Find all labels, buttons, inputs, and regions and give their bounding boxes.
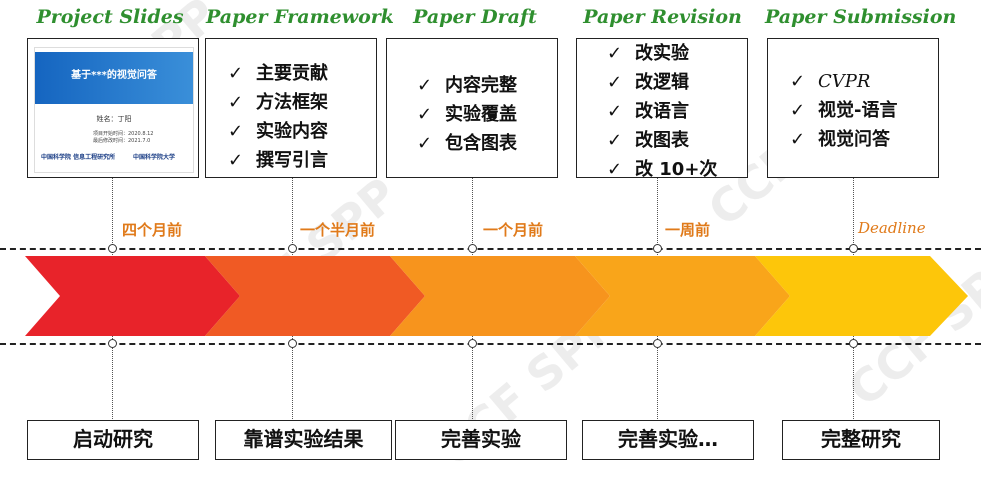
revision-checklist: ✓ 改实验 ✓ 改逻辑 ✓ 改语言 ✓ 改图表 ✓ 改 10+次	[607, 39, 717, 184]
time-label: 一个半月前	[300, 221, 376, 239]
check-icon: ✓	[790, 71, 806, 92]
item-label: 改图表	[635, 130, 689, 151]
time-label: 四个月前	[122, 221, 183, 239]
timeline-node	[288, 339, 297, 348]
item-label: 改实验	[635, 43, 689, 64]
item-label: 实验内容	[256, 121, 328, 142]
timeline-bottom	[0, 343, 981, 345]
institute-logo: 中国科学院 信息工程研究所	[41, 154, 116, 161]
list-item: ✓ 撰写引言	[228, 146, 328, 175]
framework-box: ✓ 主要贡献 ✓ 方法框架 ✓ 实验内容 ✓ 撰写引言	[205, 38, 377, 178]
timeline-node	[288, 244, 297, 253]
slide-author: 姓名：丁阳	[96, 115, 132, 123]
timeline-node	[108, 339, 117, 348]
item-label: 改 10+次	[635, 159, 718, 180]
check-icon: ✓	[607, 159, 623, 180]
list-item: ✓ 改语言	[607, 97, 717, 126]
timeline-node	[653, 339, 662, 348]
list-item: ✓ 视觉问答	[790, 125, 897, 154]
check-icon: ✓	[607, 72, 623, 93]
stage-title-revision: Paper Revision	[583, 6, 742, 28]
list-item: ✓ 视觉-语言	[790, 96, 897, 125]
time-label: Deadline	[858, 219, 926, 237]
arrow-segment-4	[575, 256, 790, 336]
item-label: 改语言	[635, 101, 689, 122]
stage-title-framework: Paper Framework	[206, 6, 394, 28]
item-label: 视觉-语言	[818, 100, 898, 121]
check-icon: ✓	[607, 101, 623, 122]
arrow-segment-2	[205, 256, 425, 336]
item-label: 包含图表	[445, 133, 517, 154]
list-item: ✓ 改 10+次	[607, 155, 717, 184]
check-icon: ✓	[417, 75, 433, 96]
item-label: 方法框架	[256, 92, 328, 113]
list-item: ✓ 内容完整	[417, 71, 517, 100]
submission-box: ✓ CVPR ✓ 视觉-语言 ✓ 视觉问答	[767, 38, 939, 178]
phase-box: 完善实验	[395, 420, 567, 460]
check-icon: ✓	[417, 133, 433, 154]
university-logo: 中国科学院大学	[133, 154, 176, 161]
item-label: 改逻辑	[635, 72, 689, 93]
check-icon: ✓	[228, 150, 244, 171]
list-item: ✓ 实验覆盖	[417, 100, 517, 129]
list-item: ✓ 主要贡献	[228, 59, 328, 88]
submission-checklist: ✓ CVPR ✓ 视觉-语言 ✓ 视觉问答	[790, 67, 897, 154]
slide-title: 基于***的视觉问答	[71, 70, 157, 81]
slide-banner	[35, 52, 193, 104]
slide-thumbnail: 基于***的视觉问答 姓名：丁阳 项目开始时间：2020.8.12 最后修改时间…	[34, 47, 194, 173]
phase-box: 完整研究	[782, 420, 940, 460]
time-label: 一周前	[665, 221, 711, 239]
item-label: 视觉问答	[818, 129, 890, 150]
framework-checklist: ✓ 主要贡献 ✓ 方法框架 ✓ 实验内容 ✓ 撰写引言	[228, 59, 328, 175]
check-icon: ✓	[790, 100, 806, 121]
project-slides-box: 基于***的视觉问答 姓名：丁阳 项目开始时间：2020.8.12 最后修改时间…	[27, 38, 199, 178]
time-label: 一个月前	[483, 221, 544, 239]
stage-title-slides: Project Slides	[36, 6, 184, 28]
timeline-node	[468, 339, 477, 348]
check-icon: ✓	[228, 121, 244, 142]
revision-box: ✓ 改实验 ✓ 改逻辑 ✓ 改语言 ✓ 改图表 ✓ 改 10+次	[576, 38, 748, 180]
draft-box: ✓ 内容完整 ✓ 实验覆盖 ✓ 包含图表	[386, 38, 558, 178]
item-label: 主要贡献	[256, 63, 328, 84]
arrow-band	[25, 256, 968, 336]
check-icon: ✓	[607, 43, 623, 64]
phase-box: 完善实验…	[582, 420, 754, 460]
list-item: ✓ 实验内容	[228, 117, 328, 146]
draft-checklist: ✓ 内容完整 ✓ 实验覆盖 ✓ 包含图表	[417, 71, 517, 158]
item-label: CVPR	[818, 71, 871, 92]
check-icon: ✓	[228, 92, 244, 113]
arrow-segment-1	[25, 256, 240, 336]
timeline-node	[849, 339, 858, 348]
list-item: ✓ CVPR	[790, 67, 897, 96]
list-item: ✓ 方法框架	[228, 88, 328, 117]
list-item: ✓ 包含图表	[417, 129, 517, 158]
item-label: 撰写引言	[256, 150, 328, 171]
list-item: ✓ 改图表	[607, 126, 717, 155]
list-item: ✓ 改逻辑	[607, 68, 717, 97]
check-icon: ✓	[607, 130, 623, 151]
timeline-node	[108, 244, 117, 253]
list-item: ✓ 改实验	[607, 39, 717, 68]
arrow-segment-5	[755, 256, 968, 336]
timeline-node	[849, 244, 858, 253]
check-icon: ✓	[790, 129, 806, 150]
phase-box: 靠谱实验结果	[215, 420, 392, 460]
check-icon: ✓	[417, 104, 433, 125]
arrow-segment-3	[390, 256, 610, 336]
stage-title-submission: Paper Submission	[765, 6, 957, 28]
phase-box: 启动研究	[27, 420, 199, 460]
stage-title-draft: Paper Draft	[413, 6, 537, 28]
item-label: 内容完整	[445, 75, 517, 96]
check-icon: ✓	[228, 63, 244, 84]
slide-date: 项目开始时间：2020.8.12	[93, 131, 154, 137]
timeline-top	[0, 248, 981, 250]
item-label: 实验覆盖	[445, 104, 517, 125]
slide-date: 最后修改时间：2021.7.0	[93, 138, 151, 144]
timeline-node	[653, 244, 662, 253]
timeline-node	[468, 244, 477, 253]
